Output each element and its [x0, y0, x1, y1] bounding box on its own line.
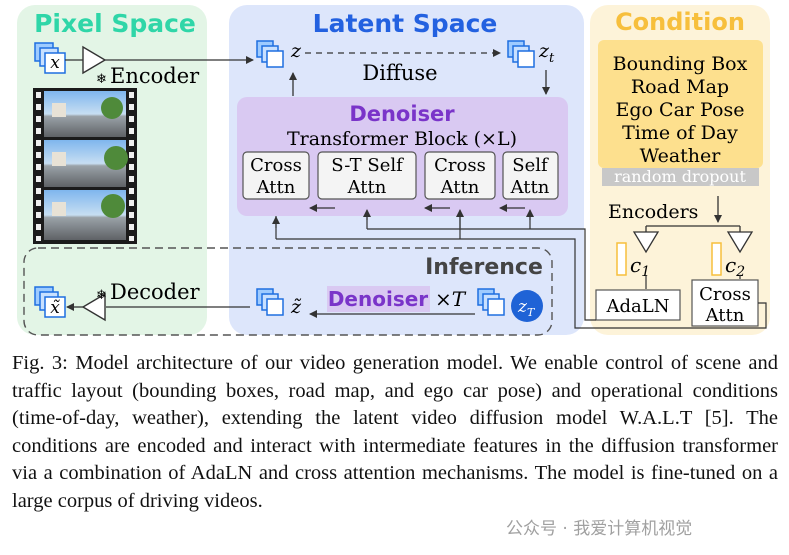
- condition-title: Condition: [615, 8, 745, 36]
- latent-stack-icon-zt: [507, 40, 535, 68]
- zT-label: zT: [517, 297, 536, 319]
- c2-label: c2: [725, 253, 745, 280]
- svg-text:Attn: Attn: [440, 177, 480, 198]
- condition-item-3: Time of Day: [622, 122, 738, 144]
- x-tilde-label: x̃: [50, 298, 60, 318]
- condition-item-0: Bounding Box: [613, 53, 748, 75]
- c1-embedding-icon: [616, 242, 627, 276]
- svg-text:Cross: Cross: [699, 284, 751, 305]
- video-frames-image: [33, 88, 137, 244]
- condition-item-1: Road Map: [631, 76, 729, 98]
- latent-stack-icon-zT: [477, 288, 505, 316]
- svg-text:Self: Self: [512, 155, 549, 176]
- svg-text:Attn: Attn: [256, 177, 296, 198]
- zT-circle-icon: [511, 290, 543, 322]
- denoiser-title: Denoiser: [349, 102, 455, 126]
- svg-text:Cross: Cross: [250, 155, 302, 176]
- watermark: 公众号 · 我爱计算机视觉: [506, 519, 693, 539]
- diffuse-label: Diffuse: [362, 61, 437, 85]
- svg-text:Attn: Attn: [347, 177, 387, 198]
- decoder-triangle: [81, 292, 106, 322]
- encoder-frozen-icon: ❄: [96, 72, 107, 87]
- c1-label: c1: [630, 253, 650, 280]
- denoiser-subtitle: Transformer Block (×L): [287, 128, 517, 150]
- c2-embedding-icon: [711, 242, 722, 276]
- x-label: x: [50, 53, 60, 73]
- svg-text:Attn: Attn: [705, 305, 745, 326]
- condition-item-2: Ego Car Pose: [616, 99, 745, 121]
- latent-space-title: Latent Space: [313, 9, 498, 38]
- times-t-label: ×T: [435, 287, 467, 311]
- inference-denoiser-label: Denoiser: [328, 287, 428, 311]
- encoder-label: Encoder: [110, 64, 200, 88]
- svg-text:Cross: Cross: [434, 155, 486, 176]
- cross-attn-cond-box: [691, 279, 759, 327]
- dropout-bar: [602, 168, 759, 186]
- encoders-label: Encoders: [608, 201, 698, 223]
- z-label: z: [290, 40, 302, 62]
- inference-title: Inference: [425, 255, 543, 280]
- encoder-triangle-c2: [726, 231, 754, 254]
- condition-item-4: Weather: [640, 145, 722, 167]
- block-st-self-attn: S-T Self Attn: [317, 151, 417, 200]
- adaln-box: [595, 289, 681, 321]
- condition-list-box: [598, 40, 763, 168]
- encoder-triangle-c1: [632, 231, 660, 254]
- block-cross-attn-2: Cross Attn: [424, 151, 496, 200]
- z-tilde-label: z̃: [290, 296, 302, 318]
- video-stack-icon-x: [34, 42, 66, 74]
- zt-label: zt: [538, 40, 555, 66]
- latent-stack-icon-z: [256, 40, 284, 68]
- video-stack-icon-x-tilde: [34, 286, 66, 318]
- architecture-diagram: Pixel Space Latent Space Condition x ❄ E…: [17, 5, 770, 336]
- inference-region: [23, 247, 553, 336]
- svg-text:Attn: Attn: [510, 177, 550, 198]
- block-self-attn: Self Attn: [502, 151, 559, 200]
- svg-text:S-T Self: S-T Self: [331, 155, 404, 176]
- svg-text:AdaLN: AdaLN: [606, 296, 670, 317]
- figure-caption: Fig. 3: Model architecture of our video …: [12, 352, 778, 512]
- latent-stack-icon-z-tilde: [256, 288, 284, 316]
- pixel-space-title: Pixel Space: [34, 9, 196, 38]
- decoder-label: Decoder: [110, 280, 201, 304]
- decoder-frozen-icon: ❄: [96, 288, 107, 303]
- inference-denoiser-box: [327, 286, 430, 312]
- block-cross-attn-1: Cross Attn: [242, 151, 310, 200]
- dropout-label: random dropout: [614, 167, 746, 186]
